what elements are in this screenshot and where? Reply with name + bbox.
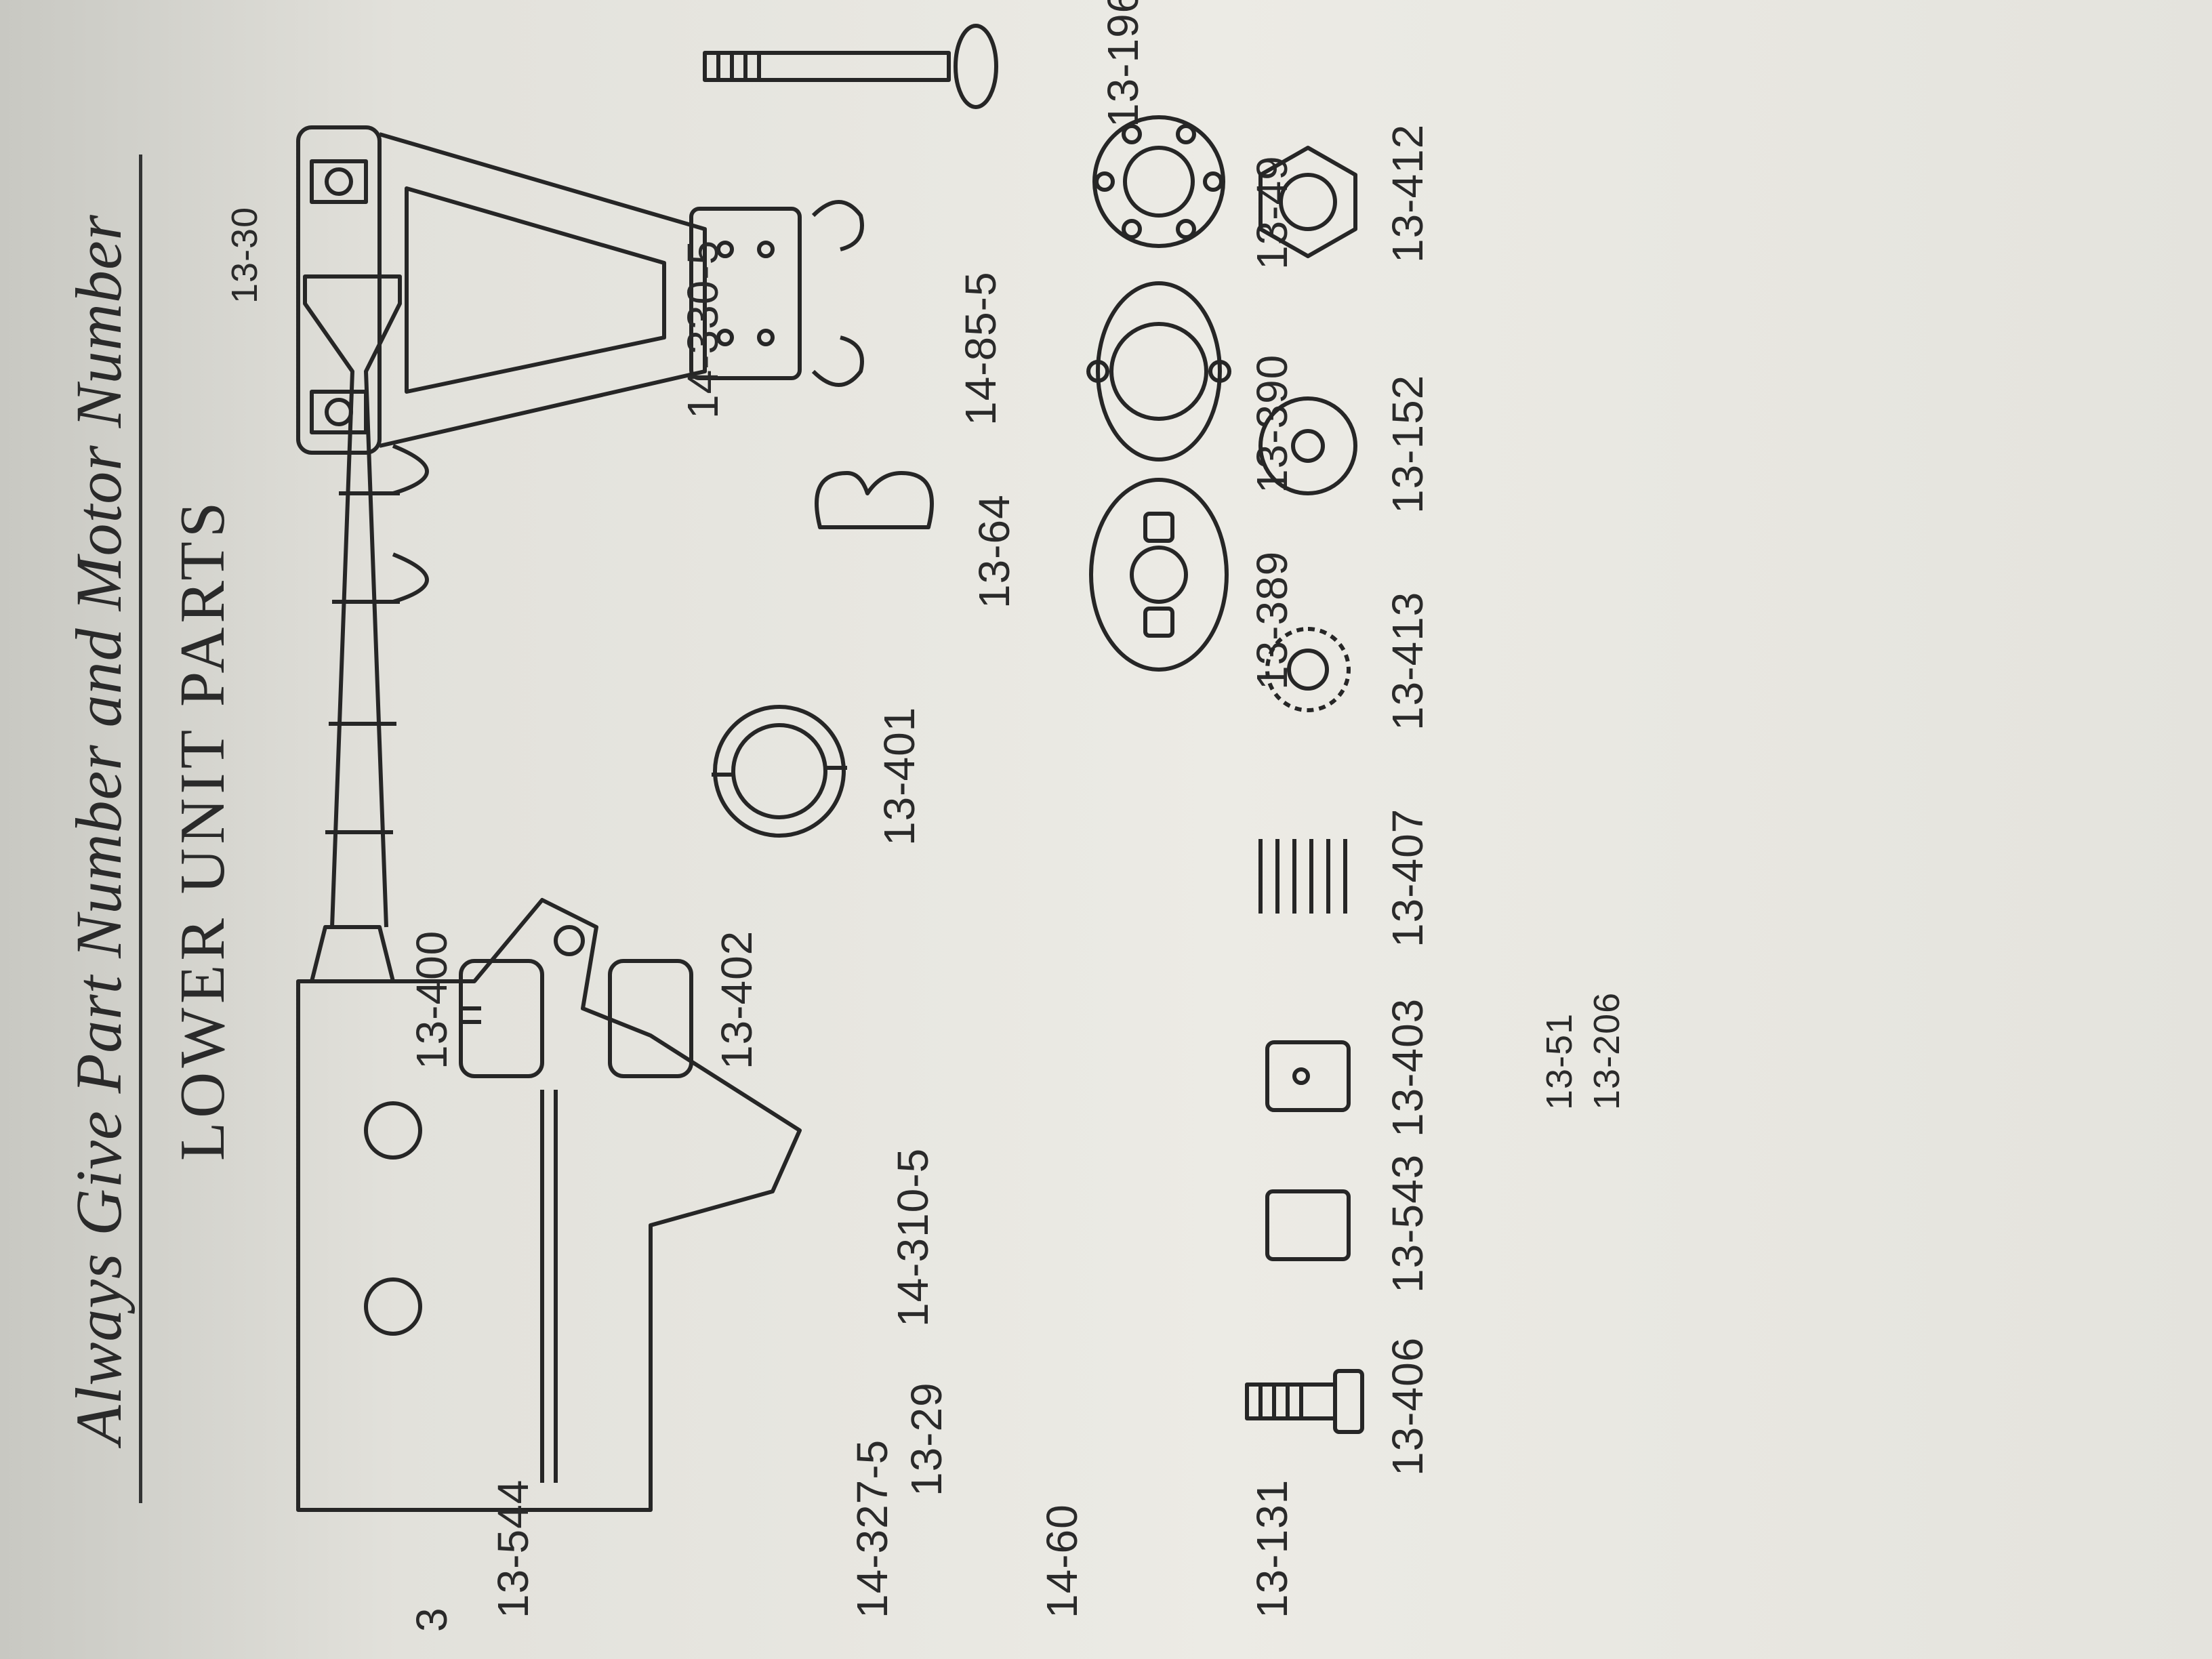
split-ring-13-401-diagram: [705, 697, 857, 846]
part-label-14-330-5: 14-330-5: [678, 239, 727, 419]
part-label-14-327-5: 14-327-5: [848, 1439, 897, 1618]
order-instruction: Always Give Part Number and Motor Number: [62, 214, 135, 1445]
part-label-13-206: 13-206: [1586, 991, 1627, 1110]
part-label-13-51: 13-51: [1539, 1012, 1580, 1110]
part-label-13-407: 13-407: [1383, 808, 1432, 947]
part-label-partial: 3: [407, 1607, 456, 1632]
gasket-13-389-diagram: [1084, 473, 1237, 676]
part-label-13-403: 13-403: [1383, 998, 1432, 1137]
part-label-13-64: 13-64: [970, 494, 1019, 609]
sleeve-13-543-diagram: [1254, 1171, 1366, 1279]
cap-screw-13-406-diagram: [1245, 1347, 1372, 1456]
bolt-13-196-diagram: [703, 19, 1088, 114]
lower-unit-housing-diagram: [296, 898, 830, 1512]
part-label-14-310-5: 14-310-5: [888, 1147, 937, 1327]
part-label-13-131: 13-131: [1248, 1479, 1296, 1618]
part-label-14-85-5: 14-85-5: [956, 271, 1005, 426]
part-label-13-544: 13-544: [489, 1479, 537, 1618]
part-label-13-29: 13-29: [902, 1382, 951, 1496]
drive-shaft-housing-diagram: [285, 263, 817, 983]
spring-13-407-diagram: [1247, 825, 1372, 927]
wing-nut-13-64-diagram: [806, 453, 945, 548]
header-underline: [139, 155, 142, 1503]
washer-13-152-diagram: [1247, 385, 1372, 507]
gear-13-413-diagram: [1247, 609, 1372, 731]
gasket-13-390-diagram: [1084, 270, 1237, 473]
part-label-13-152: 13-152: [1383, 374, 1432, 514]
hex-nut-13-412-diagram: [1247, 141, 1372, 263]
pin-13-403-diagram: [1254, 1022, 1366, 1130]
part-label-13-413: 13-413: [1383, 591, 1432, 731]
part-label-13-412: 13-412: [1383, 123, 1432, 263]
part-label-13-30: 13-30: [224, 206, 265, 304]
part-label-13-406: 13-406: [1383, 1336, 1432, 1476]
gasket-13-49-diagram: [1084, 94, 1237, 270]
part-label-13-401: 13-401: [875, 706, 924, 846]
bushing-13-400-diagram: [447, 954, 559, 1083]
part-label-14-60: 14-60: [1038, 1504, 1086, 1618]
part-label-13-543: 13-543: [1383, 1153, 1432, 1293]
